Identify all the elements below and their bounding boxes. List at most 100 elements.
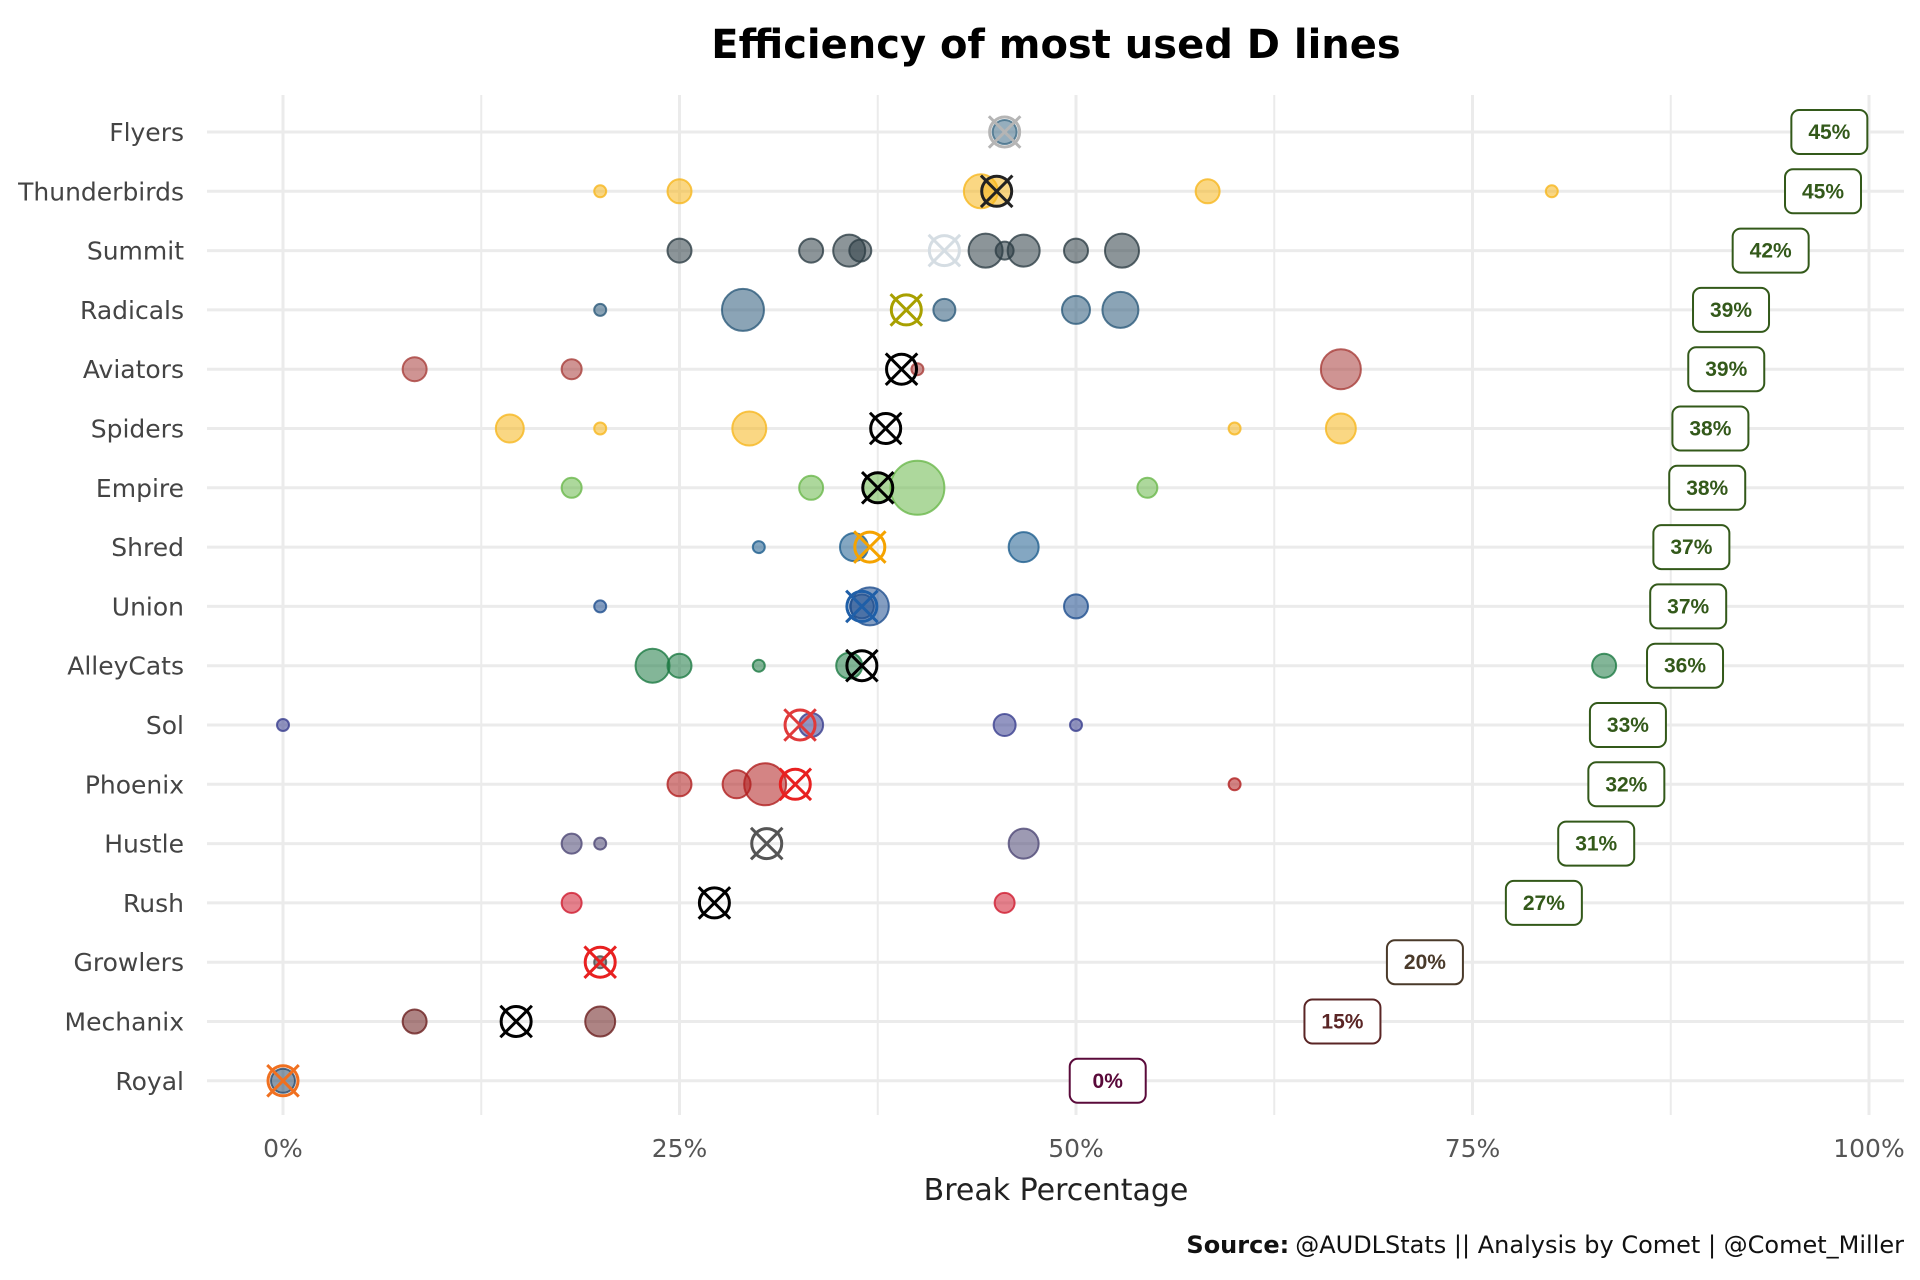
mean-marker bbox=[884, 352, 919, 387]
data-point bbox=[992, 713, 1017, 737]
data-point bbox=[593, 836, 608, 851]
data-point bbox=[751, 658, 766, 673]
data-point bbox=[560, 358, 583, 381]
data-point bbox=[1006, 233, 1041, 268]
mean-marker bbox=[845, 648, 879, 683]
mean-marker-cross bbox=[884, 352, 919, 387]
value-label: 33% bbox=[1588, 702, 1667, 748]
value-label-box bbox=[1652, 524, 1731, 571]
data-point bbox=[751, 540, 766, 555]
value-label-box bbox=[1687, 346, 1766, 393]
data-point bbox=[1007, 827, 1040, 860]
data-point bbox=[849, 586, 890, 627]
mean-marker-cross bbox=[749, 826, 784, 861]
data-point bbox=[1103, 232, 1140, 269]
mean-marker bbox=[583, 945, 618, 980]
value-label: 39% bbox=[1687, 346, 1766, 393]
mean-marker-cross bbox=[778, 767, 813, 802]
value-label-text: 20% bbox=[1404, 951, 1446, 974]
x-axis-tick-labels: 0%25%50%75%100% bbox=[263, 1134, 1905, 1163]
y-tick-label: Spiders bbox=[91, 415, 184, 444]
data-point bbox=[1101, 290, 1140, 329]
value-label-text: 15% bbox=[1321, 1011, 1363, 1034]
mean-markers bbox=[266, 115, 1022, 1098]
mean-marker-cross bbox=[979, 174, 1014, 209]
value-label-box bbox=[1692, 286, 1771, 333]
data-point bbox=[1063, 593, 1089, 620]
data-point bbox=[1544, 184, 1559, 199]
data-point bbox=[494, 413, 525, 444]
caption: Source:@AUDLStats || Analysis by Comet |… bbox=[1186, 1231, 1904, 1259]
value-label: 20% bbox=[1385, 939, 1464, 986]
mean-marker-ring bbox=[889, 293, 923, 327]
value-label-text: 42% bbox=[1750, 240, 1792, 263]
data-point bbox=[666, 178, 693, 205]
y-tick-label: Empire bbox=[96, 474, 184, 503]
mean-marker-ring bbox=[845, 649, 879, 683]
mean-marker bbox=[499, 1004, 533, 1039]
data-point bbox=[1591, 652, 1618, 679]
chart-title: Efficiency of most used D lines bbox=[711, 22, 1400, 68]
mean-marker-ring bbox=[697, 886, 731, 920]
mean-marker bbox=[697, 886, 732, 920]
y-axis-tick-labels: FlyersThunderbirdsSummitRadicalsAviators… bbox=[17, 118, 184, 1096]
value-label: 32% bbox=[1587, 761, 1666, 808]
data-point bbox=[932, 297, 957, 322]
data-point bbox=[666, 652, 693, 679]
mean-marker-ring bbox=[988, 115, 1022, 149]
data-point bbox=[560, 476, 583, 499]
y-tick-label: Royal bbox=[115, 1067, 184, 1096]
y-tick-label: Radicals bbox=[80, 296, 184, 325]
data-point bbox=[1194, 178, 1221, 205]
value-label-box bbox=[1068, 1057, 1147, 1104]
mean-marker-cross bbox=[853, 530, 887, 564]
value-label-box bbox=[1587, 761, 1666, 808]
data-point bbox=[666, 237, 693, 264]
data-point bbox=[593, 599, 608, 614]
data-point bbox=[634, 647, 671, 684]
mean-marker bbox=[987, 115, 1022, 149]
mean-marker-cross bbox=[697, 886, 732, 920]
data-point bbox=[593, 421, 608, 436]
value-label-box bbox=[1731, 227, 1810, 274]
mean-marker-cross bbox=[868, 411, 903, 446]
value-label-box bbox=[1385, 939, 1464, 986]
mean-marker-ring bbox=[266, 1064, 300, 1098]
mean-marker-cross bbox=[889, 293, 924, 327]
mean-marker-ring bbox=[499, 1005, 533, 1038]
value-label-box bbox=[1504, 879, 1583, 926]
mean-marker bbox=[860, 470, 895, 505]
mean-marker-ring bbox=[783, 708, 817, 742]
value-label: 45% bbox=[1790, 109, 1869, 155]
value-label-box bbox=[1588, 702, 1667, 748]
data-point bbox=[666, 771, 693, 798]
y-tick-label: Growlers bbox=[74, 948, 184, 977]
mean-marker-cross bbox=[987, 115, 1022, 149]
mean-marker bbox=[853, 530, 887, 564]
data-point bbox=[1227, 777, 1242, 792]
value-label-text: 31% bbox=[1575, 833, 1617, 856]
value-label-box bbox=[1557, 820, 1636, 867]
y-tick-label: Flyers bbox=[109, 118, 184, 147]
value-label: 38% bbox=[1668, 464, 1747, 511]
value-label: 15% bbox=[1303, 998, 1382, 1045]
y-tick-label: Union bbox=[112, 592, 184, 621]
caption-source-label: Source: bbox=[1186, 1231, 1289, 1259]
value-label: 27% bbox=[1504, 879, 1583, 926]
y-tick-label: Mechanix bbox=[65, 1008, 184, 1037]
mean-marker-cross bbox=[266, 1063, 300, 1098]
data-point bbox=[743, 762, 788, 807]
x-tick-label: 75% bbox=[1445, 1134, 1501, 1163]
value-label: 39% bbox=[1692, 286, 1771, 333]
value-label-text: 0% bbox=[1093, 1070, 1124, 1093]
mean-marker-ring bbox=[885, 352, 919, 386]
value-label: 37% bbox=[1649, 583, 1728, 630]
value-label: 45% bbox=[1784, 168, 1863, 215]
value-label-box bbox=[1668, 464, 1747, 511]
x-tick-label: 50% bbox=[1048, 1134, 1104, 1163]
data-point bbox=[1061, 294, 1091, 325]
caption-text: @AUDLStats || Analysis by Comet | @Comet… bbox=[1295, 1231, 1904, 1259]
data-point bbox=[276, 718, 290, 732]
value-label-text: 36% bbox=[1664, 655, 1706, 678]
x-tick-label: 25% bbox=[652, 1134, 708, 1163]
